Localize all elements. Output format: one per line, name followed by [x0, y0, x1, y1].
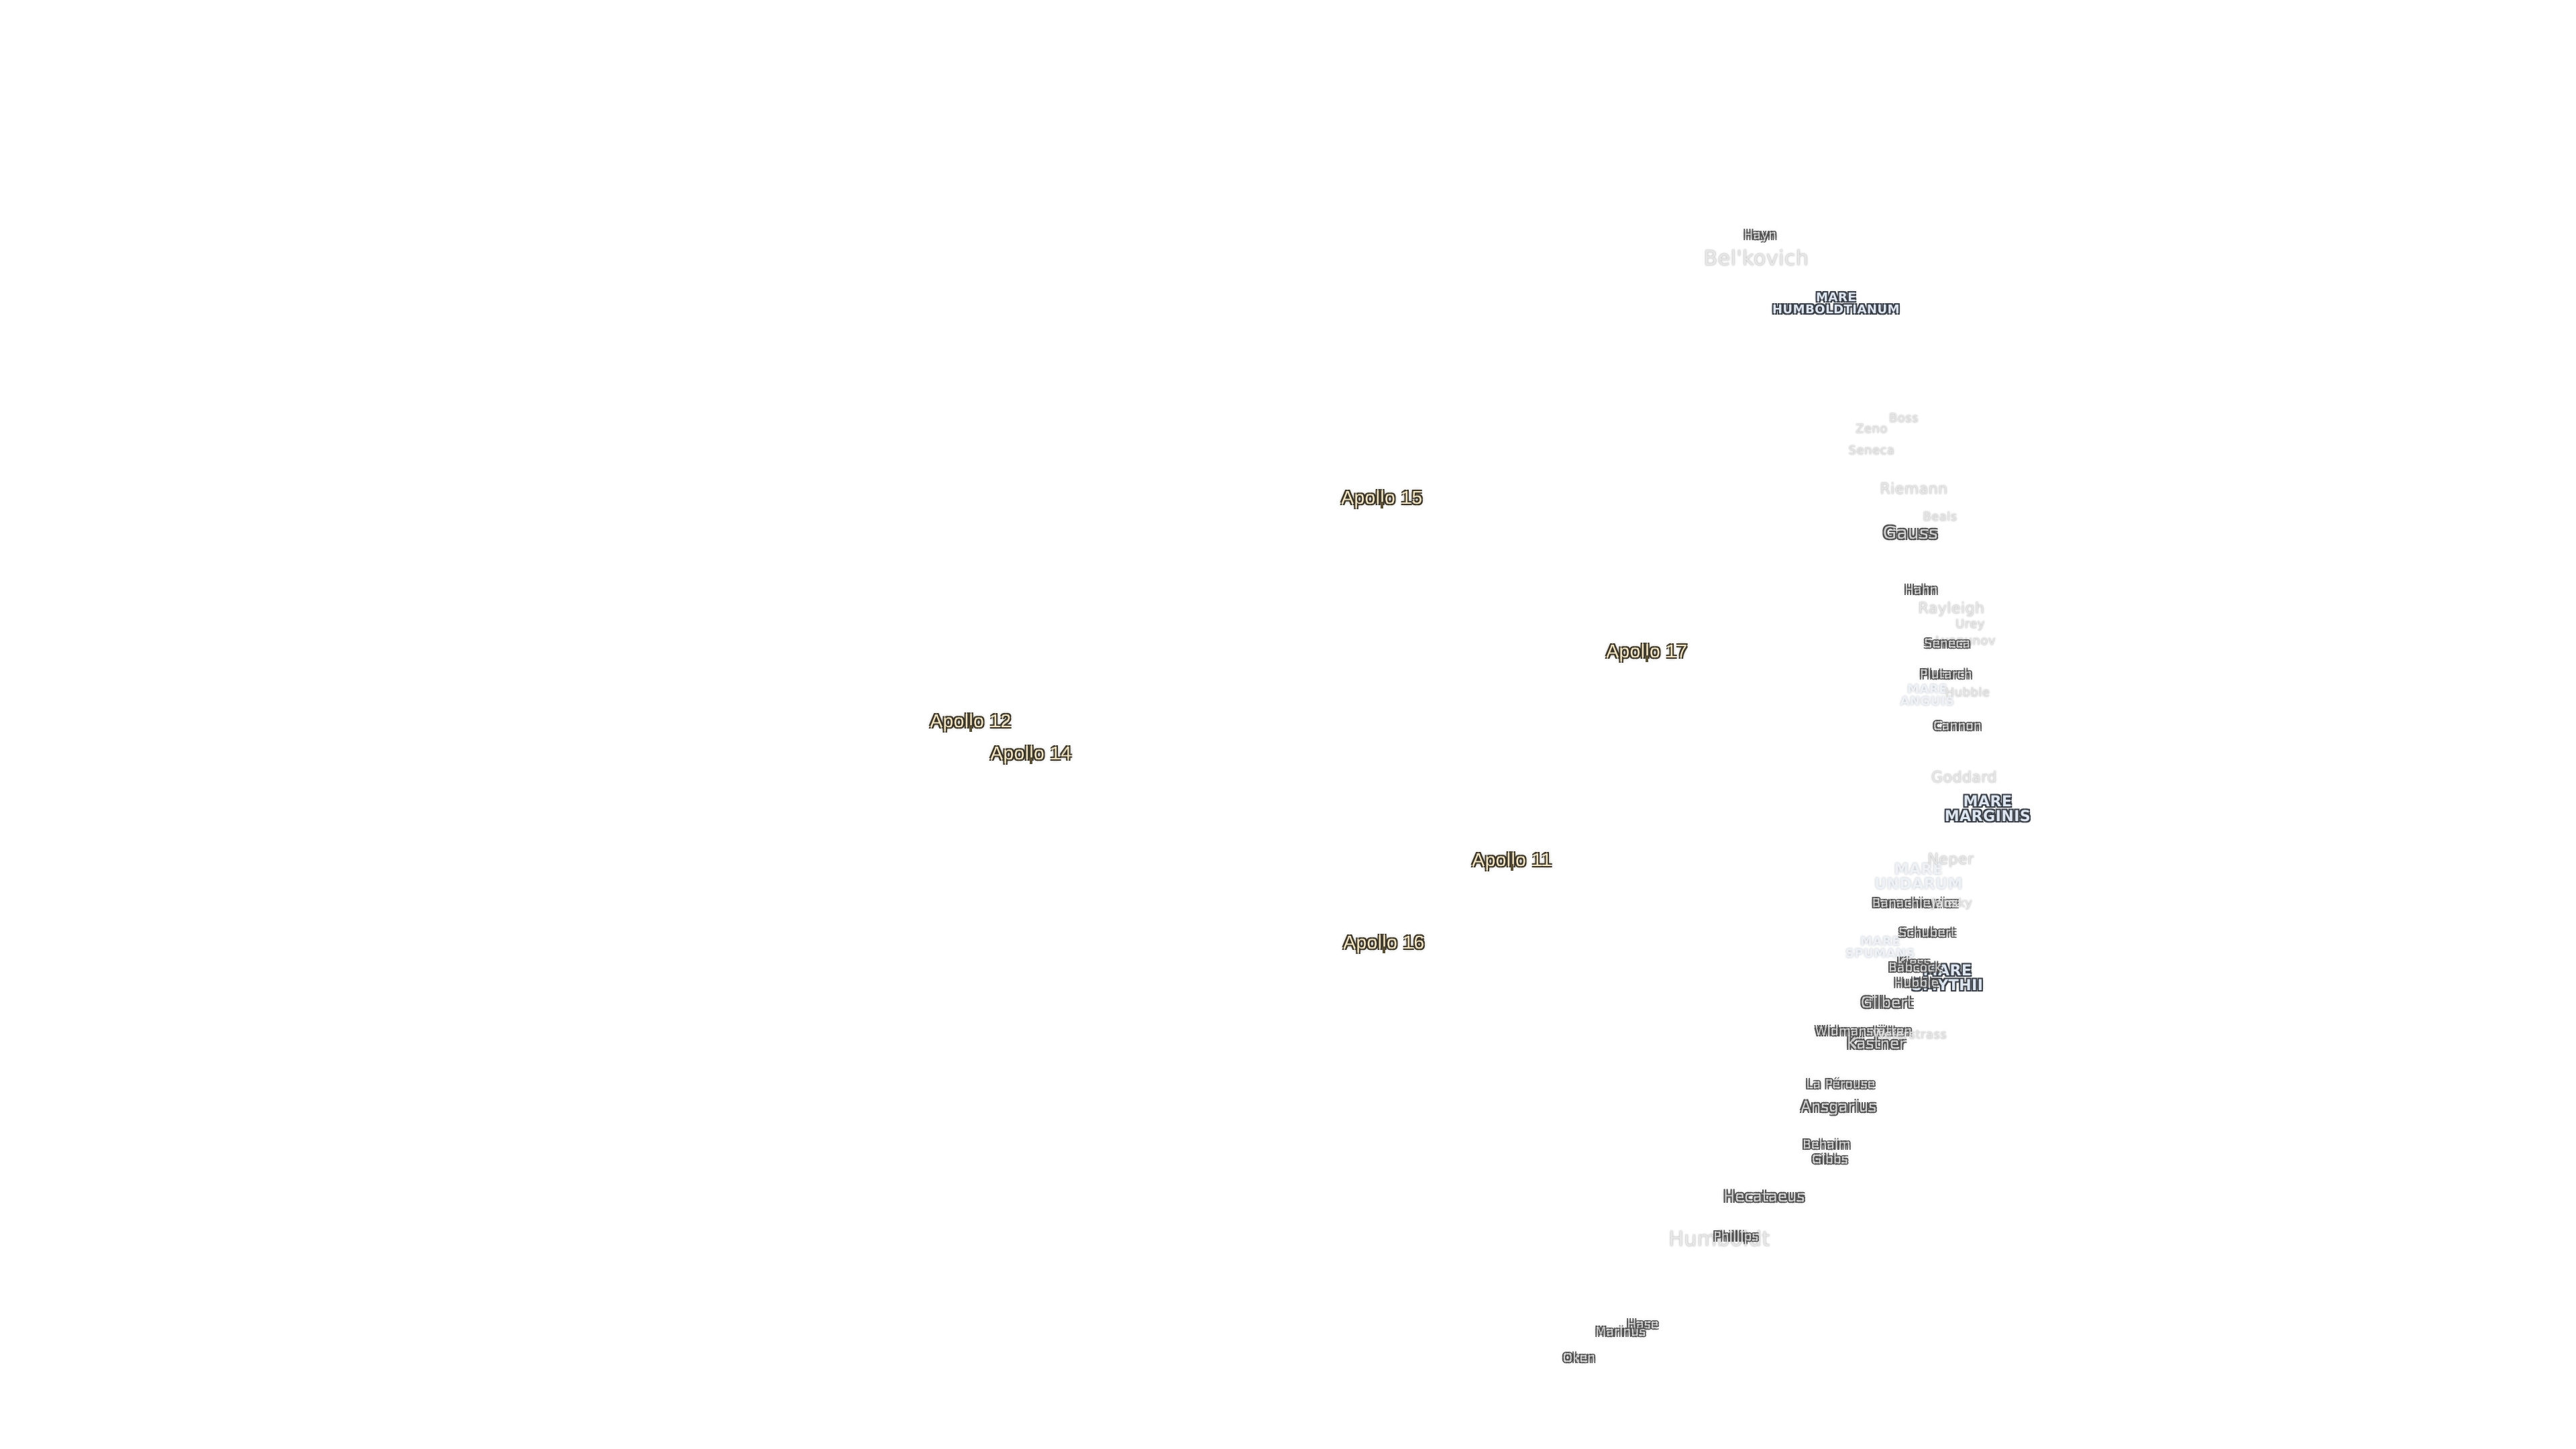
apollo-16-marker — [1383, 947, 1385, 953]
apollo-14-marker — [1030, 757, 1032, 764]
crater-beals-label: Beals — [1923, 510, 1957, 524]
crater-hahn-label: Hahn — [1904, 583, 1938, 597]
crater-boss-label: Boss — [1888, 411, 1919, 425]
crater-cannon-label: Cannon — [1933, 719, 1982, 733]
crater-hase-label: Hase — [1627, 1318, 1659, 1332]
crater-gauss-label: Gauss — [1882, 523, 1939, 543]
crater-hecataeus-label: Hecataeus — [1723, 1189, 1805, 1205]
crater-weierstrass-label: Weierstrass — [1872, 1028, 1947, 1042]
crater-marinus-label: Marinus — [1595, 1325, 1646, 1339]
crater-gilbert-label: Gilbert — [1861, 995, 1913, 1012]
crater-widmanstatten-label: Widmanstätten — [1815, 1024, 1913, 1038]
crater-kastner-label: Kästner — [1847, 1036, 1906, 1053]
crater-ansgarius-label: Ansgarius — [1801, 1099, 1877, 1116]
crater-schubert-label: Schubert — [1898, 926, 1956, 940]
crater-behaim-label: Behaim — [1803, 1138, 1851, 1152]
crater-seneca-label-north: Seneca — [1848, 443, 1895, 458]
mare-marginis-label: MARE MARGINIS — [1944, 794, 2031, 825]
mare-undarum-label: MARE UNDARUM — [1874, 861, 1963, 893]
mare-anguis-label: MARE ANGUIS — [1900, 682, 1955, 708]
apollo-11-marker — [1511, 864, 1513, 871]
crater-plutarch-label: Plutarch — [1920, 667, 1972, 682]
crater-urey-label: Urey — [1955, 617, 1985, 631]
crater-phillips-label: Phillips — [1713, 1230, 1759, 1244]
crater-goddard-label: Goddard — [1931, 769, 1998, 786]
crater-belkovich-label: Bel'kovich — [1703, 247, 1809, 270]
crater-humboldt-label: Humboldt — [1668, 1228, 1770, 1251]
crater-hubble-label-south: Hubble — [1894, 976, 1939, 990]
crater-kiess-label: Kiess — [1897, 956, 1931, 970]
crater-gibbs-label: Gibbs — [1812, 1152, 1848, 1167]
crater-zeno-label: Zeno — [1856, 422, 1888, 436]
crater-lyapunov-label: Lyapunov — [1935, 634, 1996, 648]
mare-smythii-label: MARE SMYTHII — [1911, 963, 1984, 994]
mare-spumans-label: MARE SPUMANS — [1845, 934, 1916, 961]
crater-seneca-label: Seneca — [1924, 637, 1971, 651]
crater-la-perouse-label: La Pérouse — [1806, 1077, 1876, 1091]
crater-neper-label: Neper — [1927, 851, 1974, 868]
crater-jansky-label: Jansky — [1931, 896, 1973, 910]
crater-hayn-label: Hayn — [1743, 228, 1777, 242]
apollo-17-marker — [1646, 655, 1648, 662]
apollo-12-marker — [969, 725, 972, 732]
crater-oken-label: Oken — [1562, 1351, 1596, 1365]
crater-hubble-label: Hubble — [1945, 686, 1990, 700]
apollo-15-marker — [1381, 502, 1383, 508]
crater-rayleigh-label: Rayleigh — [1918, 600, 1985, 617]
crater-riemann-label: Riemann — [1880, 481, 1948, 498]
crater-babcock-label: Babcock — [1888, 961, 1942, 975]
mare-humboldtianum-label: MARE HUMBOLDTIANUM — [1772, 290, 1900, 317]
crater-banachiewicz-label: Banachiewicz — [1872, 896, 1959, 910]
